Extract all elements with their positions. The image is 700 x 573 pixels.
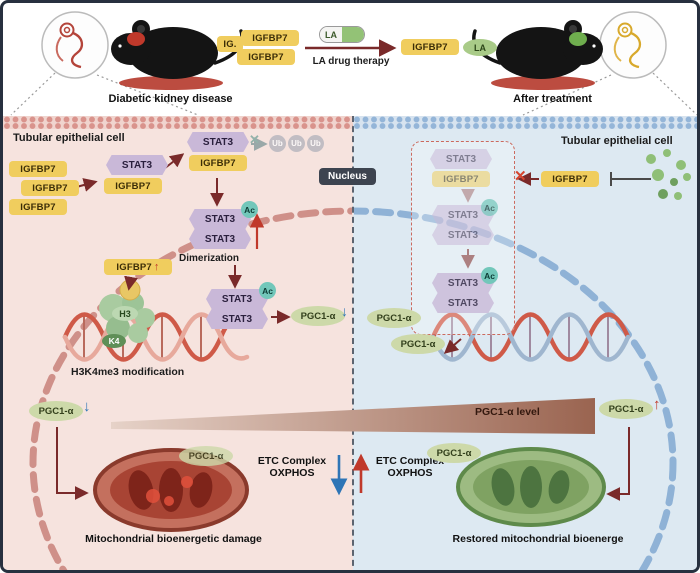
dna-helix-right-icon — [430, 312, 631, 362]
acetyl-badge: Ac — [241, 201, 258, 218]
la-result-badge: LA — [463, 39, 497, 56]
pgc1a-oval: PGC1-α — [291, 306, 345, 326]
red-kidney-spot — [127, 32, 145, 46]
ubiquitin-block-cross: ✕ — [249, 132, 260, 147]
igfbp7-badge: IGFBP7 — [9, 161, 67, 177]
pgc1a-oval: PGC1-α — [391, 334, 445, 354]
igfbp7-badge-faded: IGFBP7 — [432, 171, 490, 187]
diagram-artwork — [10, 11, 697, 570]
left-cell-title: Tubular epithelial cell — [13, 132, 125, 144]
igfbp7-badge: IGFBP7 — [104, 178, 162, 194]
dimerization-label: Dimerization — [179, 253, 240, 264]
igfbp7-result-badge: IGFBP7 — [401, 39, 459, 55]
stat3-hexagon: STAT3 — [189, 229, 251, 249]
up-arrow: ↑ — [153, 261, 160, 273]
membrane-strip-left — [3, 116, 353, 129]
etc-line1: ETC Complex — [375, 455, 445, 467]
down-arrow: ↓ — [341, 303, 348, 319]
up-arrow: ↑ — [653, 396, 661, 413]
membrane-strip-right — [353, 116, 697, 129]
igfbp7-badge: IGFBP7 — [541, 171, 599, 187]
nuclear-membrane-right — [354, 207, 677, 570]
acetyl-badge: Ac — [481, 267, 498, 284]
igfbp7-badge: IGFBP7 — [237, 49, 295, 65]
etc-line2: OXPHOS — [269, 467, 315, 479]
left-mito-caption: Mitochondrial bioenergetic damage — [85, 533, 262, 545]
igfbp7-upregulated-badge: IGFBP7↑ — [104, 259, 172, 275]
stat3-hexagon: STAT3 — [432, 273, 494, 293]
ubiquitin-badge: Ub — [307, 135, 324, 152]
pgc1a-oval: PGC1-α — [367, 308, 421, 328]
stat3-hexagon: STAT3 — [187, 132, 249, 152]
disease-caption: Diabetic kidney disease — [108, 93, 233, 105]
nucleus-label: Nucleus — [319, 168, 376, 185]
ubiquitin-badge: Ub — [269, 135, 286, 152]
stat3-hexagon: STAT3 — [189, 209, 251, 229]
panel-divider — [352, 116, 354, 570]
h3-histone-badge: H3 — [112, 306, 138, 321]
right-pathway-arrows — [443, 172, 630, 501]
mitochondria-damaged-icon — [93, 448, 249, 532]
pgc1a-level-label: PGC1-α level — [475, 406, 540, 418]
h3k4me3-label: H3K4me3 modification — [71, 366, 185, 378]
green-health-spot — [569, 32, 587, 46]
stat3-hexagon-faded: STAT3 — [432, 225, 494, 245]
mouse-treated-icon — [472, 20, 603, 90]
la-capsule-green-half — [342, 27, 364, 42]
nuclear-membrane-left — [29, 207, 352, 570]
igfbp7-partial-badge: IG. — [217, 36, 243, 52]
right-mito-caption: Restored mitochondrial bioenerge — [452, 533, 624, 545]
treatment-caption: After treatment — [513, 93, 592, 105]
etc-line1: ETC Complex — [257, 455, 327, 467]
nephron-diseased-icon — [41, 11, 109, 79]
nephron-recovered-icon — [599, 11, 667, 79]
stat3-hexagon: STAT3 — [206, 309, 268, 329]
acetyl-badge-faded: Ac — [481, 199, 498, 216]
zoom-lines — [10, 72, 697, 116]
la-inhibition-line — [610, 172, 651, 186]
igfbp7-badge: IGFBP7 — [189, 155, 247, 171]
la-capsule-icon: LA — [319, 26, 365, 43]
right-cell-title: Tubular epithelial cell — [561, 135, 673, 147]
pgc1a-oval: PGC1-α — [179, 446, 233, 466]
igfbp7-badge: IGFBP7 — [9, 199, 67, 215]
etc-oxphos-left: ETC Complex OXPHOS — [249, 455, 335, 479]
stat3-hexagon-faded: STAT3 — [432, 205, 494, 225]
igfbp7-badge: IGFBP7 — [21, 180, 79, 196]
la-molecules-icon — [646, 149, 691, 200]
stat3-hexagon-faded: STAT3 — [430, 149, 492, 169]
igfbp7-badge: IGFBP7 — [241, 30, 299, 46]
pgc1a-level-gradient-bar — [111, 398, 595, 434]
mouse-sick-icon — [111, 20, 244, 90]
acetyl-badge: Ac — [259, 282, 276, 299]
etc-oxphos-right: ETC Complex OXPHOS — [367, 455, 453, 479]
stat3-hexagon: STAT3 — [206, 289, 268, 309]
down-arrow: ↓ — [83, 398, 91, 415]
etc-line2: OXPHOS — [387, 467, 433, 479]
pathway-block-cross: ✕ — [514, 168, 527, 185]
therapy-arrow-label: LA drug therapy — [312, 56, 390, 67]
igfbp7-label: IGFBP7 — [116, 261, 152, 273]
pgc1a-oval: PGC1-α — [29, 401, 83, 421]
ubiquitin-badge: Ub — [288, 135, 305, 152]
pgc1a-oval: PGC1-α — [599, 399, 653, 419]
stat3-hexagon: STAT3 — [432, 293, 494, 313]
mitochondria-restored-icon — [456, 447, 606, 527]
la-capsule-label: LA — [320, 27, 342, 42]
pgc1a-oval: PGC1-α — [427, 443, 481, 463]
stat3-hexagon: STAT3 — [106, 155, 168, 175]
k4-histone-badge: K4 — [102, 334, 126, 348]
left-pathway-arrows — [56, 153, 291, 500]
